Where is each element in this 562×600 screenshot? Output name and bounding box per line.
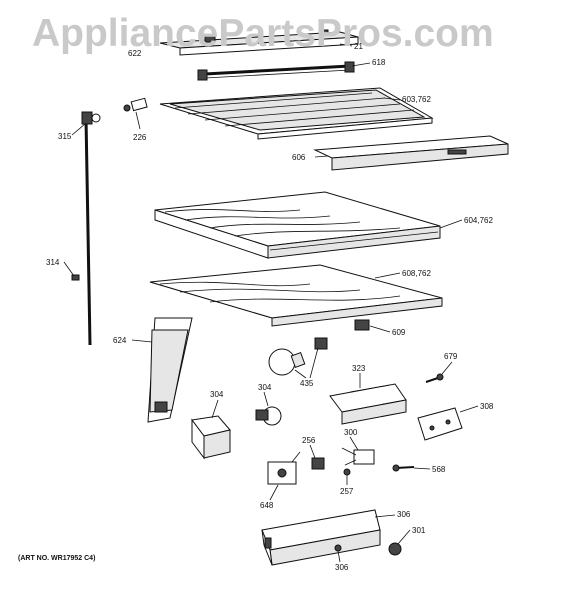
- callout-304-box: 304: [210, 390, 224, 399]
- leader-lines: [63, 43, 479, 563]
- callout-608-762: 608,762: [402, 269, 431, 278]
- callout-21: 21: [354, 42, 363, 51]
- callout-622: 622: [128, 49, 142, 58]
- callout-306-bottom: 306: [335, 563, 349, 572]
- part-323-housing: [329, 383, 407, 425]
- callout-300: 300: [344, 428, 358, 437]
- callout-304-knob: 304: [258, 383, 272, 392]
- parts-drawing: [63, 29, 509, 566]
- part-603-shelf: [159, 87, 434, 140]
- callout-308: 308: [480, 402, 494, 411]
- part-568-screw: [392, 464, 415, 472]
- part-679-screw: [425, 373, 444, 383]
- art-number: (ART NO. WR17952 C4): [18, 555, 95, 562]
- part-301-knob: [388, 542, 402, 556]
- callout-568: 568: [432, 465, 446, 474]
- callout-301: 301: [412, 526, 426, 535]
- callout-679: 679: [444, 352, 458, 361]
- callout-606: 606: [292, 153, 306, 162]
- part-648-thermostat: [267, 451, 301, 485]
- part-435-bulb: [268, 337, 328, 376]
- watermark: AppliancePartsPros.com: [32, 12, 494, 55]
- callout-609: 609: [392, 328, 406, 337]
- part-304-box: [191, 415, 231, 460]
- part-304-knob: [255, 406, 282, 426]
- part-606-drawer-cover: [313, 135, 509, 171]
- callout-257: 257: [340, 487, 354, 496]
- part-609-clip: [354, 319, 370, 331]
- part-624-duct: [147, 317, 193, 423]
- callout-314: 314: [46, 258, 60, 267]
- part-226: [123, 97, 148, 112]
- callout-604-762: 604,762: [464, 216, 493, 225]
- part-618-bar: [197, 61, 355, 81]
- callout-labels: 622 21 618 603,762 315 226 606 604,762 3…: [46, 42, 494, 572]
- part-256-257: [311, 457, 351, 476]
- part-604-crisper: [154, 191, 441, 259]
- part-608-pan: [149, 264, 443, 327]
- callout-323: 323: [352, 364, 366, 373]
- callout-648: 648: [260, 501, 274, 510]
- callout-315: 315: [58, 132, 72, 141]
- callout-435: 435: [300, 379, 314, 388]
- part-315-rod: [71, 111, 101, 346]
- part-622-rail: [159, 29, 359, 56]
- part-306-bracket: [261, 509, 381, 566]
- callout-226: 226: [133, 133, 147, 142]
- callout-603-762: 603,762: [402, 95, 431, 104]
- callout-624: 624: [113, 336, 127, 345]
- callout-256: 256: [302, 436, 316, 445]
- part-308-bracket: [417, 407, 463, 441]
- callout-306-top: 306: [397, 510, 411, 519]
- part-300-switch: [341, 447, 375, 466]
- callout-618: 618: [372, 58, 386, 67]
